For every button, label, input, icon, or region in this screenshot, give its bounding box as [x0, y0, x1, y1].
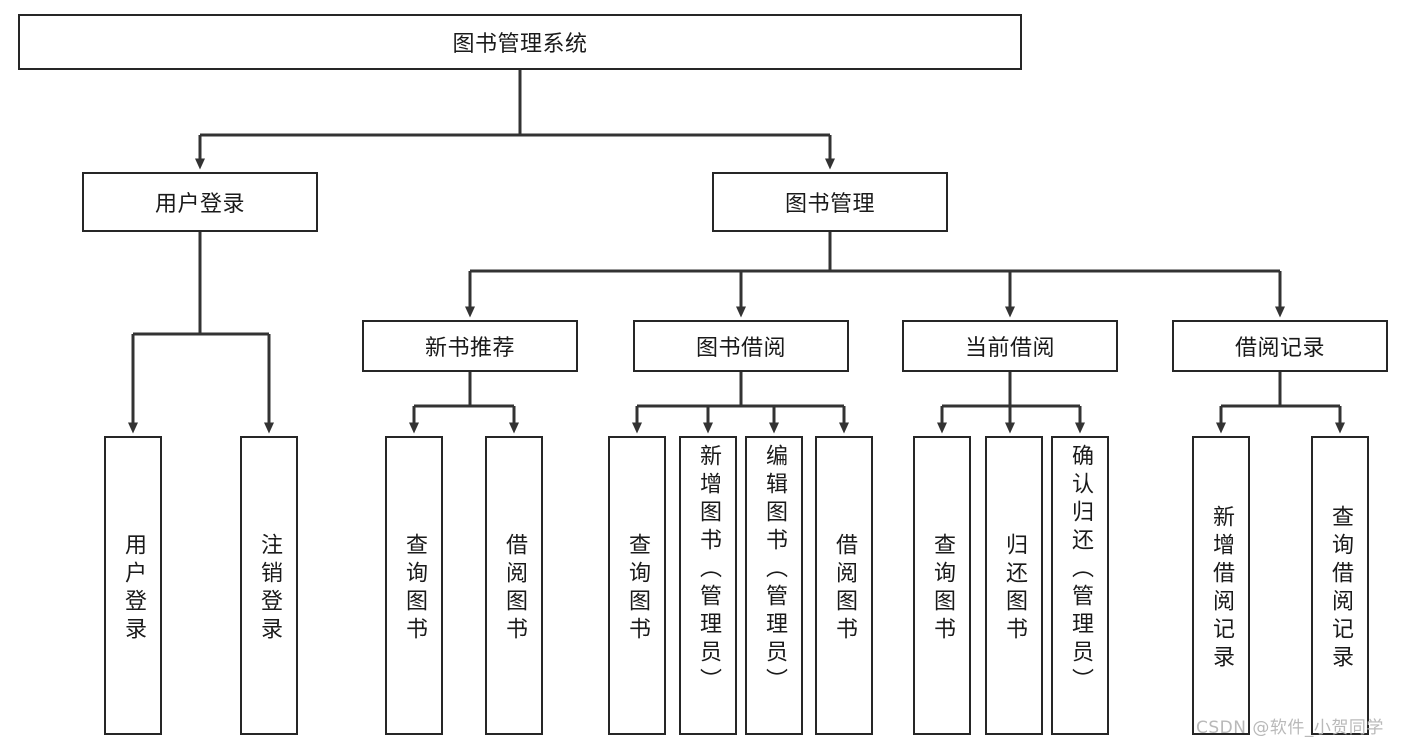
node-leaf-query-book-2-label: 查询图书 — [625, 532, 650, 645]
node-leaf-add-record-label: 新增借阅记录 — [1209, 504, 1234, 673]
node-new-book-recommend[interactable]: 新书推荐 — [362, 320, 578, 372]
node-leaf-user-logout[interactable]: 注销登录 — [240, 436, 298, 735]
node-leaf-add-book-label: 新增图书（管理员） — [696, 444, 721, 696]
node-current-borrow-label: 当前借阅 — [964, 336, 1055, 361]
node-root-label: 图书管理系统 — [452, 32, 588, 57]
node-leaf-user-login[interactable]: 用户登录 — [104, 436, 162, 735]
node-leaf-query-book-1[interactable]: 查询图书 — [385, 436, 443, 735]
node-user-login-label: 用户登录 — [154, 192, 245, 217]
node-leaf-query-book-1-label: 查询图书 — [402, 532, 427, 645]
node-leaf-return-book[interactable]: 归还图书 — [985, 436, 1043, 735]
node-leaf-add-book[interactable]: 新增图书（管理员） — [679, 436, 737, 735]
node-leaf-edit-book[interactable]: 编辑图书（管理员） — [745, 436, 803, 735]
node-leaf-borrow-book-1[interactable]: 借阅图书 — [485, 436, 543, 735]
node-borrow-record-label: 借阅记录 — [1234, 336, 1325, 361]
node-book-borrow-label: 图书借阅 — [695, 336, 786, 361]
node-leaf-add-record[interactable]: 新增借阅记录 — [1192, 436, 1250, 735]
edges-bookmanage-to-level3 — [465, 232, 1285, 318]
node-leaf-user-login-label: 用户登录 — [121, 532, 146, 645]
node-book-manage-label: 图书管理 — [784, 192, 875, 217]
node-leaf-borrow-book-2-label: 借阅图书 — [832, 532, 857, 645]
csdn-watermark: CSDN @软件_小贺同学 — [1196, 718, 1384, 738]
node-leaf-return-book-label: 归还图书 — [1002, 532, 1027, 645]
node-leaf-query-book-2[interactable]: 查询图书 — [608, 436, 666, 735]
node-leaf-borrow-book-1-label: 借阅图书 — [502, 532, 527, 645]
edges-userlogin-to-leaves — [128, 232, 274, 434]
node-leaf-query-record-label: 查询借阅记录 — [1328, 504, 1353, 673]
node-leaf-confirm-return[interactable]: 确认归还（管理员） — [1051, 436, 1109, 735]
edges-root-to-level2 — [195, 70, 835, 170]
node-current-borrow[interactable]: 当前借阅 — [902, 320, 1118, 372]
node-leaf-query-book-3[interactable]: 查询图书 — [913, 436, 971, 735]
node-root[interactable]: 图书管理系统 — [18, 14, 1022, 70]
node-new-book-recommend-label: 新书推荐 — [424, 336, 515, 361]
node-leaf-user-logout-label: 注销登录 — [257, 532, 282, 645]
node-borrow-record[interactable]: 借阅记录 — [1172, 320, 1388, 372]
node-book-manage[interactable]: 图书管理 — [712, 172, 948, 232]
node-book-borrow[interactable]: 图书借阅 — [633, 320, 849, 372]
edges-borrowrecord-to-leaves — [1216, 372, 1345, 434]
edges-newbook-to-leaves — [409, 372, 519, 434]
edges-currentborrow-to-leaves — [937, 372, 1085, 434]
node-leaf-borrow-book-2[interactable]: 借阅图书 — [815, 436, 873, 735]
node-leaf-confirm-return-label: 确认归还（管理员） — [1068, 444, 1093, 696]
edges-bookborrow-to-leaves — [632, 372, 849, 434]
node-leaf-query-record[interactable]: 查询借阅记录 — [1311, 436, 1369, 735]
node-leaf-edit-book-label: 编辑图书（管理员） — [762, 444, 787, 696]
node-leaf-query-book-3-label: 查询图书 — [930, 532, 955, 645]
node-user-login[interactable]: 用户登录 — [82, 172, 318, 232]
